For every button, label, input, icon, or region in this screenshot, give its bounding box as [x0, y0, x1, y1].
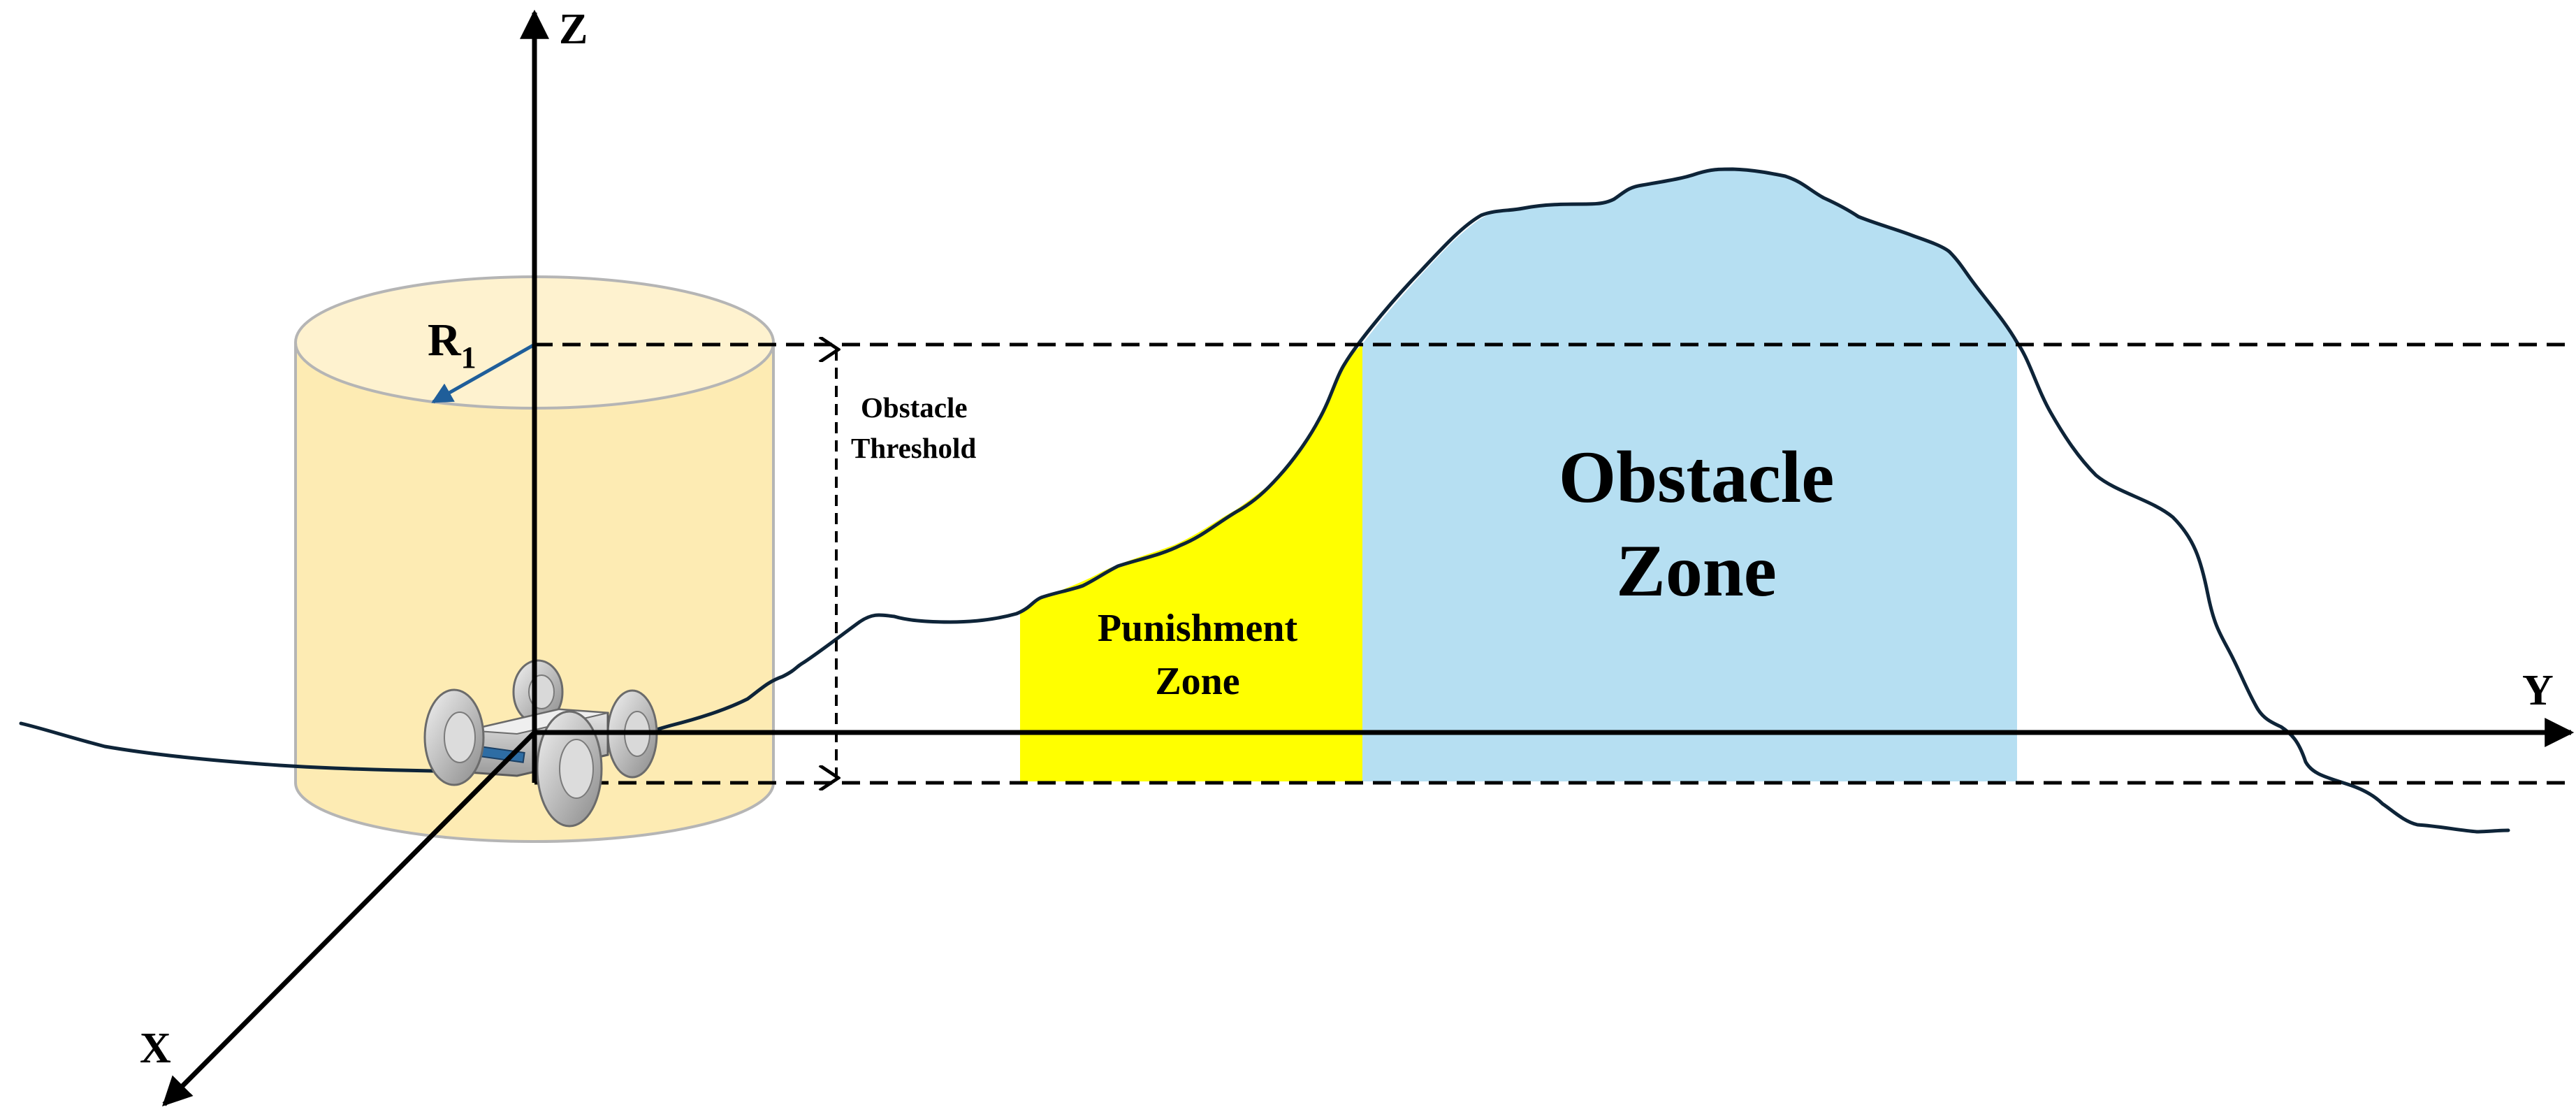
x-axis	[162, 730, 537, 1106]
punishment-zone-label-line1: Punishment	[1098, 607, 1298, 650]
y-axis-label: Y	[2522, 667, 2554, 714]
punishment-zone-label-line2: Zone	[1155, 660, 1239, 703]
rover-wheel-front-right	[536, 710, 603, 828]
rover-wheel-front-left	[423, 688, 485, 786]
threshold-label-line2: Threshold	[851, 432, 976, 464]
radius-label: R1	[428, 315, 476, 375]
obstacle-zone-label-line1: Obstacle	[1559, 436, 1835, 518]
rover-wheel-rear-left	[512, 659, 564, 725]
obstacle-zone-label-line2: Zone	[1616, 530, 1777, 612]
cylinder-bottom-edge	[294, 782, 775, 843]
punishment-zone-area	[1020, 344, 1362, 781]
radius-label-main: R	[428, 315, 462, 366]
z-axis-label: Z	[559, 6, 588, 53]
radius-arrow	[431, 342, 536, 404]
x-axis-label: X	[140, 1025, 171, 1072]
threshold-label-line1: Obstacle	[861, 391, 968, 424]
obstacle-zone-area	[1362, 170, 2017, 781]
radius-label-subscript: 1	[461, 340, 476, 375]
terrain-profile-line	[19, 167, 2510, 834]
